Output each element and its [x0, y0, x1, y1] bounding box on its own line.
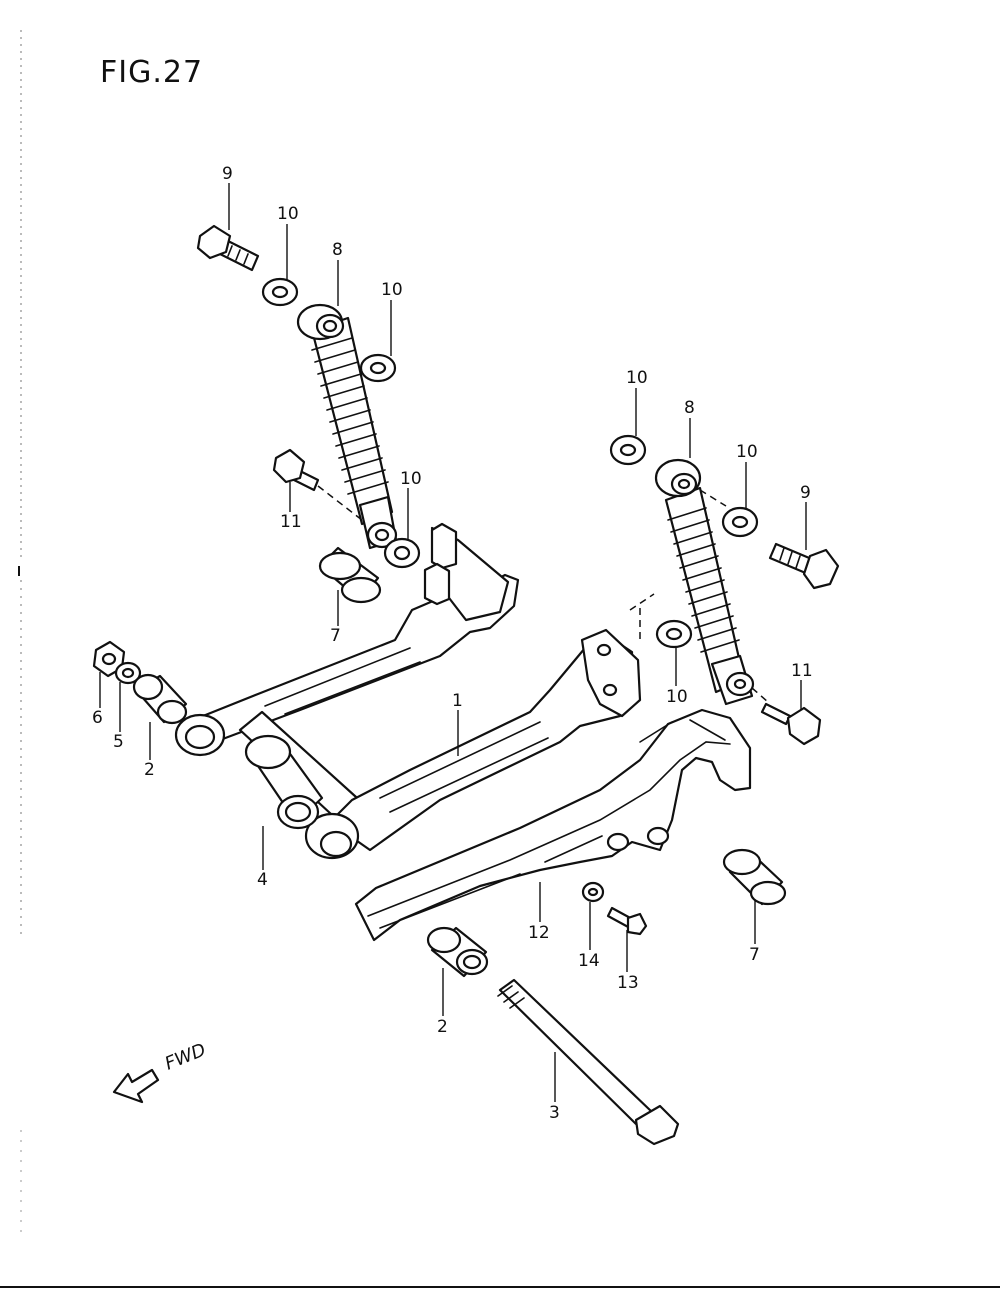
- forward-label: FWD: [162, 1039, 209, 1074]
- callout-label: 1: [452, 691, 463, 711]
- pivot-bushing: [244, 734, 324, 830]
- callout-label: 10: [736, 442, 758, 462]
- scan-margin-marks: [0, 30, 1000, 1288]
- left-shock-absorber: [296, 303, 398, 550]
- callout-label: 10: [666, 687, 688, 707]
- callout-label: 13: [617, 973, 639, 993]
- right-shock-absorber: [654, 458, 755, 706]
- callout-label: 10: [381, 280, 403, 300]
- chain-case: [354, 708, 752, 942]
- callout-label: 10: [277, 204, 299, 224]
- callout-label: 6: [92, 708, 103, 728]
- callout-label: 11: [280, 512, 302, 532]
- right-lower-bolt: [751, 687, 822, 746]
- callout-label: 8: [684, 398, 695, 418]
- callout-label: 7: [749, 945, 760, 965]
- callout-labels: 9 10 8 10 11 10 7 6 5 2 1 4 10 8 10 9 10…: [92, 164, 813, 1123]
- callout-label: 11: [791, 661, 813, 681]
- callout-label: 10: [400, 469, 422, 489]
- callout-label: 12: [528, 923, 550, 943]
- callout-label: 2: [144, 760, 155, 780]
- callout-label: 4: [257, 870, 268, 890]
- left-bushing: [318, 546, 382, 604]
- callout-label: 10: [626, 368, 648, 388]
- callout-label: 14: [578, 951, 600, 971]
- right-washers: [609, 434, 759, 649]
- swingarm: [174, 522, 642, 860]
- left-washers: [261, 277, 421, 569]
- callout-label: 9: [800, 483, 811, 503]
- left-pivot-hardware: [92, 640, 188, 725]
- lower-bushing: [426, 926, 489, 978]
- chain-case-fasteners: [581, 881, 648, 936]
- right-upper-bolt: [768, 542, 840, 590]
- callout-label: 9: [222, 164, 233, 184]
- left-upper-bolt: [196, 224, 260, 272]
- callout-label: 7: [330, 626, 341, 646]
- pivot-shaft: [497, 978, 680, 1146]
- leader-lines: [99, 183, 807, 1102]
- callout-label: 5: [113, 732, 124, 752]
- callout-label: 8: [332, 240, 343, 260]
- callout-label: 2: [437, 1017, 448, 1037]
- left-lower-bolt: [272, 448, 363, 521]
- bracket-detail-outline: [629, 593, 655, 640]
- figure-title: FIG.27: [100, 55, 203, 90]
- forward-arrow: FWD: [112, 1039, 209, 1104]
- right-bushing: [722, 848, 787, 906]
- callout-label: 3: [549, 1103, 560, 1123]
